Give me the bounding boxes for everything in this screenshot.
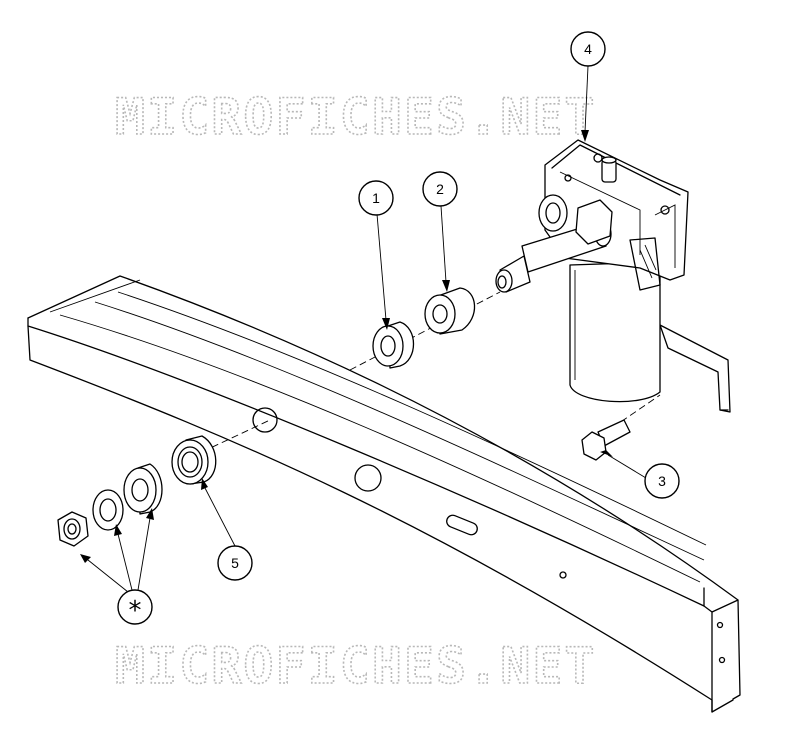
callout-1-label: 1 xyxy=(372,190,380,206)
part-washer-1 xyxy=(372,321,414,369)
callout-2: 2 xyxy=(422,171,458,207)
callout-5-label: 5 xyxy=(231,555,239,571)
leader-lines xyxy=(80,65,647,593)
callout-4: 4 xyxy=(570,31,606,67)
watermark-top: MICROFICHES.NET xyxy=(115,88,597,146)
part-kit-spacer xyxy=(123,463,163,515)
part-bolt-3 xyxy=(581,419,631,461)
part-kit-washer xyxy=(92,489,124,531)
callout-4-label: 4 xyxy=(584,41,592,57)
callout-1: 1 xyxy=(358,180,394,216)
callout-3-label: 3 xyxy=(658,473,666,489)
callout-5: 5 xyxy=(217,545,253,581)
part-kit-nut xyxy=(57,511,89,547)
part-spacer-2 xyxy=(424,287,476,335)
callout-kit: * xyxy=(117,589,153,626)
frame-rail xyxy=(27,275,741,713)
part-grommet-5 xyxy=(171,435,217,485)
callout-2-label: 2 xyxy=(436,181,444,197)
axis-line-lower xyxy=(171,419,271,467)
callout-kit-label: * xyxy=(129,596,142,626)
axis-line-bolt xyxy=(611,394,661,429)
callout-3: 3 xyxy=(644,463,680,499)
wiper-motor-assembly xyxy=(495,139,731,413)
axis-line-upper xyxy=(349,291,501,371)
watermark-bottom: MICROFICHES.NET xyxy=(115,637,597,695)
